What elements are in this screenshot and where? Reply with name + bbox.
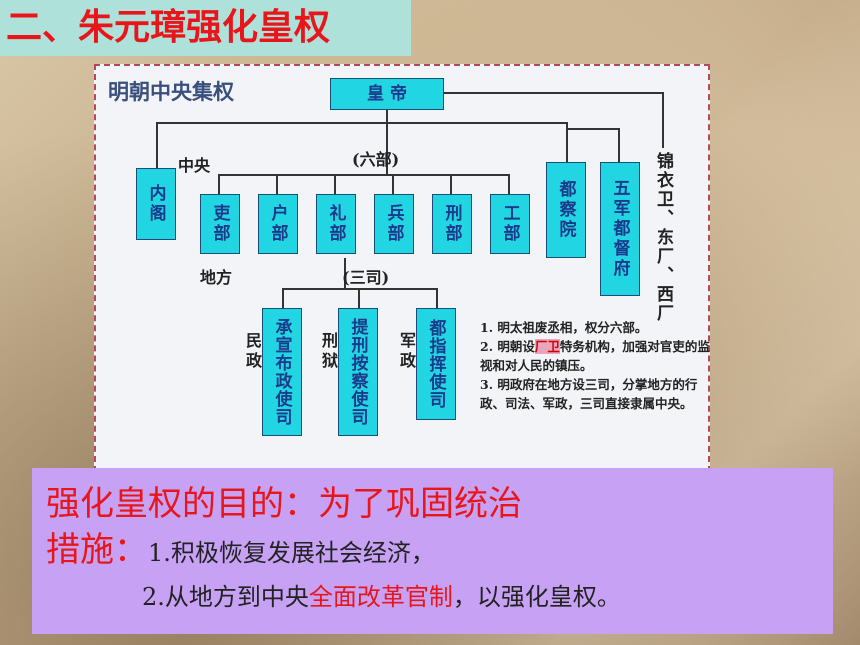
- line-to-wujun: [618, 128, 620, 162]
- diagram-panel: 明朝中央集权 皇 帝 中央 (六部) 地方 (三司) 内阁 吏部 户部 礼部 兵…: [94, 64, 710, 472]
- line-m1: [218, 174, 220, 194]
- slide-title: 二、朱元璋强化皇权: [0, 0, 411, 56]
- local-label: 地方: [200, 268, 233, 287]
- ministry-box-xing: 刑部: [432, 194, 472, 254]
- note-2: 2. 明朝设厂卫特务机构，加强对官吏的监视和对人民的镇压。: [480, 337, 710, 375]
- measure-2-pre: 2.从地方到中央: [142, 583, 309, 611]
- line-to-duchayuan: [566, 122, 568, 162]
- duchayuan-box: 都察院: [546, 162, 586, 258]
- line-si-horizontal: [282, 288, 438, 290]
- line-m4: [392, 174, 394, 194]
- ministry-box-hu: 户部: [258, 194, 298, 254]
- line-emperor-right: [444, 92, 662, 94]
- jinyiwei-label: 锦衣卫、东厂、西厂: [653, 152, 673, 323]
- measures-label: 措施：: [46, 530, 148, 570]
- si-label-minzheng: 民政: [243, 332, 262, 372]
- line-local-down: [344, 258, 346, 288]
- summary-measures: 措施：1.积极恢复发展社会经济，: [46, 528, 823, 575]
- line-ministries-horizontal: [218, 174, 510, 176]
- si-box-buzheng: 承宣布政使司: [262, 308, 302, 436]
- line-to-wujun-h: [568, 128, 620, 130]
- line-top-horizontal: [156, 122, 566, 124]
- neige-box: 内阁: [136, 168, 176, 240]
- note-3: 3. 明政府在地方设三司，分掌地方的行政、司法、军政，三司直接隶属中央。: [480, 377, 698, 411]
- measure-2-red: 全面改革官制: [308, 583, 453, 611]
- three-si-label: (三司): [342, 268, 390, 287]
- line-m2: [276, 174, 278, 194]
- line-to-jinyiwei: [662, 92, 664, 148]
- measure-1: 1.积极恢复发展社会经济，: [148, 539, 435, 567]
- central-label: 中央: [178, 156, 211, 175]
- line-m5: [450, 174, 452, 194]
- line-to-neige: [156, 122, 158, 168]
- line-m3: [334, 174, 336, 194]
- si-box-anchac: 提刑按察使司: [338, 308, 378, 436]
- line-si2: [358, 288, 360, 308]
- note-2-post: 特务机构，加强对官吏的监视和对人民的镇压。: [480, 339, 710, 373]
- si-label-xingyu: 刑狱: [319, 332, 338, 372]
- measure-2-post: ，以强化皇权。: [452, 583, 621, 611]
- wujun-box: 五军都督府: [600, 162, 640, 296]
- note-2-highlight: 厂卫: [534, 339, 560, 354]
- line-center-down: [386, 124, 388, 174]
- summary-box: 强化皇权的目的：为了巩固统治 措施：1.积极恢复发展社会经济， 2.从地方到中央…: [32, 468, 833, 634]
- ministry-box-bing: 兵部: [374, 194, 414, 254]
- note-1: 1. 明太祖废丞相，权分六部。: [480, 320, 648, 335]
- si-box-zhihui: 都指挥使司: [416, 308, 456, 420]
- line-m6: [508, 174, 510, 194]
- summary-purpose: 强化皇权的目的：为了巩固统治: [46, 484, 522, 524]
- measure-2: 2.从地方到中央全面改革官制，以强化皇权。: [46, 575, 823, 619]
- line-si1: [282, 288, 284, 308]
- ministry-box-li2: 礼部: [316, 194, 356, 254]
- line-si3: [436, 288, 438, 308]
- ministry-box-li: 吏部: [200, 194, 240, 254]
- emperor-box: 皇 帝: [330, 78, 444, 110]
- note-2-pre: 2. 明朝设: [480, 339, 535, 354]
- si-label-junzheng: 军政: [397, 332, 416, 372]
- diagram-title: 明朝中央集权: [108, 80, 234, 104]
- diagram-notes: 1. 明太祖废丞相，权分六部。 2. 明朝设厂卫特务机构，加强对官吏的监视和对人…: [480, 318, 710, 413]
- six-ministries-label: (六部): [352, 150, 400, 169]
- line-emperor-down: [386, 110, 388, 122]
- ministry-box-gong: 工部: [490, 194, 530, 254]
